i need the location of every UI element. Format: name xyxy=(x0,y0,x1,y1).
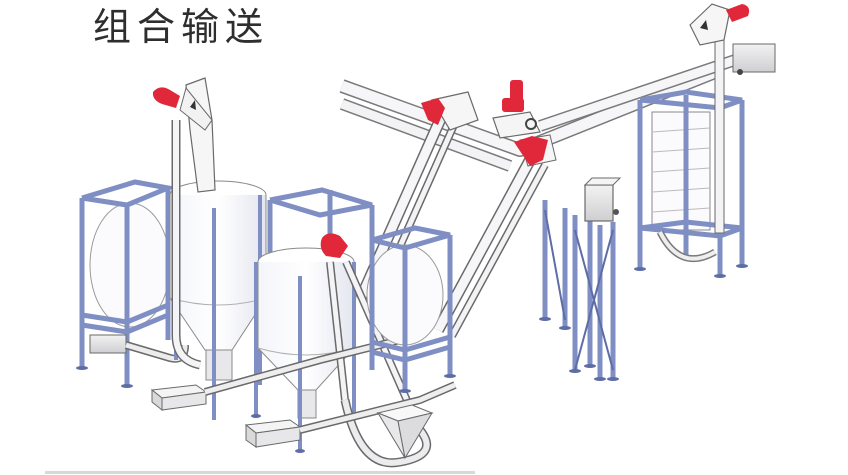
elevator-right xyxy=(689,3,776,234)
motor-icon-center-right xyxy=(514,136,548,166)
motor-icon-center-top xyxy=(502,80,524,112)
bulk-bag-filler-right xyxy=(634,89,748,278)
motor-icon-center-left xyxy=(421,98,445,125)
silo-left xyxy=(169,180,267,420)
box-middle-floor xyxy=(244,419,302,448)
bulk-bag-station-left xyxy=(76,179,189,388)
motor-icon-right xyxy=(726,4,750,22)
box-left-floor xyxy=(150,384,208,412)
tower-gearbox xyxy=(583,177,622,222)
support-tower xyxy=(539,200,619,381)
bulk-bag-station-right-small xyxy=(366,225,456,393)
diagram-title: 组合输送 xyxy=(93,5,270,49)
feed-hopper xyxy=(376,404,434,460)
motor-icon-left xyxy=(152,87,180,108)
elevator-left xyxy=(171,77,216,370)
bottom-rule xyxy=(45,471,475,474)
motor-icon-middle xyxy=(320,233,348,258)
